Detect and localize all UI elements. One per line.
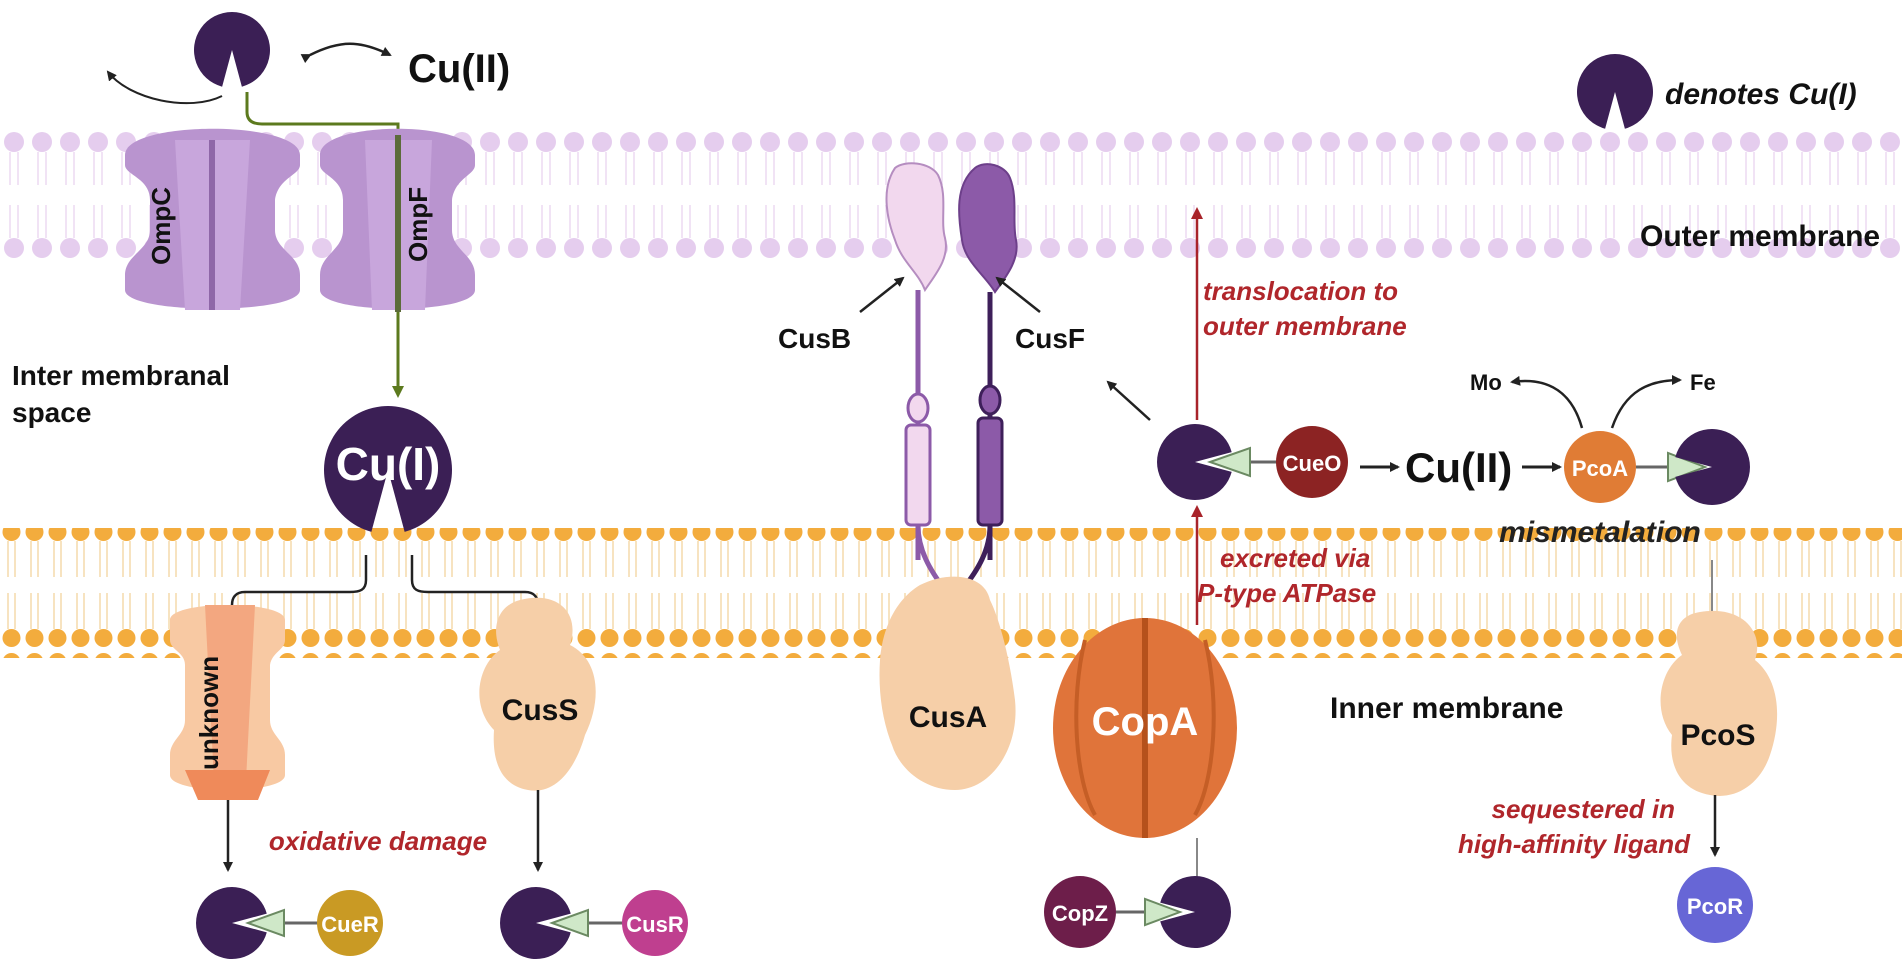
mo-label: Mo bbox=[1470, 370, 1502, 395]
pcor-protein: PcoR bbox=[1677, 867, 1753, 943]
outer-membrane-label: Outer membrane bbox=[1640, 220, 1880, 253]
unknown-protein: unknown bbox=[170, 605, 285, 800]
svg-text:OmpF: OmpF bbox=[403, 187, 433, 262]
oxidative-damage-label: oxidative damage bbox=[269, 826, 487, 856]
copa-protein: CopA bbox=[1053, 618, 1237, 838]
pcos-protein: PcoS bbox=[1660, 610, 1778, 796]
sequestered-label-2: high-affinity ligand bbox=[1458, 829, 1691, 859]
svg-text:CopZ: CopZ bbox=[1052, 901, 1108, 926]
cusf-protein bbox=[958, 163, 1018, 592]
cusr-complex: CusR bbox=[500, 887, 688, 959]
svg-text:PcoA: PcoA bbox=[1572, 456, 1628, 481]
cuss-protein: CusS bbox=[479, 597, 596, 791]
mismetalation-label: mismetalation bbox=[1499, 516, 1701, 549]
inter-membranal-label-1: Inter membranal bbox=[12, 360, 230, 391]
cusb-pointer bbox=[859, 276, 905, 313]
svg-text:CusR: CusR bbox=[626, 912, 684, 937]
svg-text:CusS: CusS bbox=[502, 694, 579, 727]
svg-text:CusA: CusA bbox=[909, 701, 987, 734]
double-arrow-cu bbox=[300, 42, 392, 64]
copz-complex: CopZ bbox=[1044, 876, 1231, 948]
sequestered-label-1: sequestered in bbox=[1491, 794, 1675, 824]
pcoa-to-fe-arrow bbox=[1610, 375, 1682, 429]
cusf-label: CusF bbox=[1015, 323, 1085, 354]
cusb-protein bbox=[885, 162, 948, 592]
cusb-label: CusB bbox=[778, 323, 851, 354]
excreted-label-1: excreted via bbox=[1220, 543, 1370, 573]
cu-ii-mid-label: Cu(II) bbox=[1405, 444, 1512, 491]
svg-text:unknown: unknown bbox=[194, 656, 224, 770]
cusa-protein: CusA bbox=[879, 576, 1016, 790]
fe-label: Fe bbox=[1690, 370, 1716, 395]
arrow-to-left bbox=[106, 70, 223, 105]
cuer-complex: CueR bbox=[196, 887, 383, 959]
svg-text:CueO: CueO bbox=[1283, 451, 1342, 476]
cueo-to-cusf-arrow bbox=[1106, 380, 1151, 421]
inner-membrane-label: Inner membrane bbox=[1330, 692, 1563, 725]
svg-text:PcoR: PcoR bbox=[1687, 894, 1743, 919]
pcoa-to-mo-arrow bbox=[1510, 375, 1584, 429]
cu-i-center-label: Cu(I) bbox=[336, 438, 441, 490]
svg-text:OmpC: OmpC bbox=[146, 187, 176, 265]
legend-cu-i-icon bbox=[1577, 54, 1653, 129]
pcoa-complex: PcoA bbox=[1564, 429, 1750, 505]
cusf-pointer bbox=[995, 276, 1041, 313]
translocation-label-2: outer membrane bbox=[1203, 311, 1407, 341]
cu-i-top-icon bbox=[194, 12, 270, 87]
outer-membrane-band bbox=[0, 130, 1902, 260]
ompf-porin: OmpF bbox=[320, 128, 475, 312]
translocation-label-1: translocation to bbox=[1203, 276, 1398, 306]
legend-text: denotes Cu(I) bbox=[1665, 78, 1857, 111]
cueo-complex: CueO bbox=[1157, 424, 1348, 500]
svg-text:CueR: CueR bbox=[321, 912, 379, 937]
excreted-label-2: P-type ATPase bbox=[1197, 578, 1376, 608]
green-entry-path bbox=[245, 92, 404, 398]
svg-text:PcoS: PcoS bbox=[1680, 719, 1755, 752]
inter-membranal-label-2: space bbox=[12, 397, 91, 428]
svg-text:CopA: CopA bbox=[1092, 700, 1199, 744]
branch-left bbox=[230, 555, 368, 635]
cu-ii-top-label: Cu(II) bbox=[408, 47, 510, 91]
ompc-porin: OmpC bbox=[125, 128, 300, 310]
